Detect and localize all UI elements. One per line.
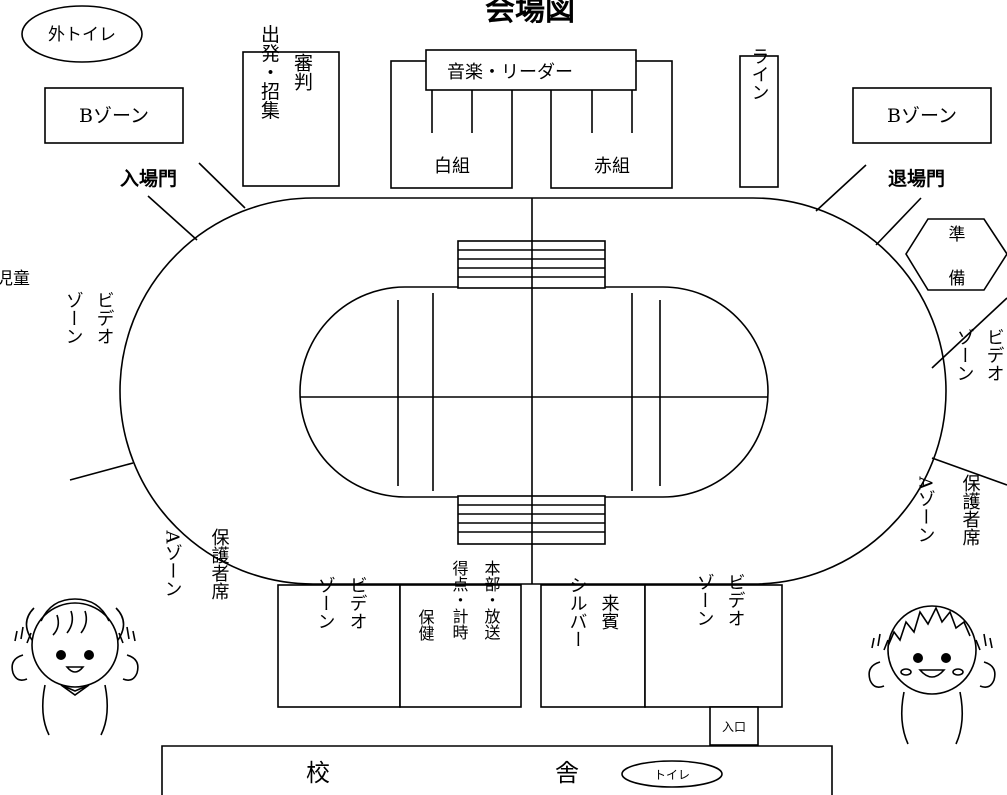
music-leader-label: 音楽・リーダー	[447, 62, 573, 83]
team-seating: 白組 赤組 音楽・リーダー	[390, 49, 673, 189]
line-box: ライン	[739, 47, 779, 188]
top-stairs	[457, 240, 606, 289]
guardian-right-col1: 保護者席	[960, 474, 981, 546]
preparation-top: 準	[949, 225, 966, 245]
hq-col3: 保健	[416, 609, 435, 642]
line-label: ライン	[749, 47, 770, 101]
outside-toilet: 外トイレ	[21, 5, 143, 63]
b-zone-left: Bゾーン	[44, 87, 184, 144]
white-team-label: 白組	[434, 156, 470, 177]
hq-box: 本部・放送 得点・計時 保健	[399, 560, 522, 708]
preparation-area: 準 備	[905, 218, 1007, 291]
bottom-video-zone-1: ビデオ ゾーン	[277, 576, 401, 708]
hq-col2: 得点・計時	[450, 560, 469, 640]
guest-silver-box: 来賓 シルバー	[540, 576, 646, 708]
boy-illustration	[868, 605, 996, 745]
video-zone-right-col1: ビデオ	[984, 328, 1005, 382]
toilet-label: トイレ	[654, 768, 690, 782]
students-label: 児童	[0, 269, 30, 289]
outside-toilet-label: 外トイレ	[48, 25, 116, 45]
bottom-video-2-col2: ゾーン	[694, 573, 715, 627]
bottom-stairs	[457, 495, 606, 545]
girl-illustration	[11, 598, 139, 736]
entrance-gate-line-inner	[198, 162, 246, 209]
entrance-gate-label: 入場門	[120, 168, 177, 190]
left-divider-line	[69, 462, 134, 481]
exit-gate-line-inner	[815, 164, 867, 212]
b-zone-right-label: Bゾーン	[887, 105, 957, 127]
track-inner	[299, 286, 769, 498]
bottom-video-2-col1: ビデオ	[725, 573, 746, 627]
guest-col2: シルバー	[567, 576, 588, 648]
school-building: 校 舎 トイレ	[161, 745, 833, 795]
right-divider-top	[931, 297, 1007, 369]
guardian-a-zone-left: 保護者席 Aゾーン	[162, 528, 230, 600]
guest-col1: 来賓	[599, 594, 620, 630]
guardian-left-col1: 保護者席	[209, 528, 230, 600]
b-zone-right: Bゾーン	[852, 87, 992, 144]
entrance: 入口	[709, 706, 759, 746]
guardian-right-col2: Aゾーン	[915, 476, 936, 544]
video-zone-right: ビデオ ゾーン	[954, 328, 1005, 382]
track	[119, 197, 947, 585]
b-zone-left-label: Bゾーン	[79, 105, 149, 127]
right-divider-bottom	[931, 457, 1007, 486]
guardian-left-col2: Aゾーン	[162, 530, 183, 598]
video-zone-right-col2: ゾーン	[954, 328, 975, 382]
exit-gate-line-outer	[875, 197, 922, 246]
guardian-a-zone-right: 保護者席 Aゾーン	[915, 474, 981, 546]
preparation-bottom: 備	[949, 269, 966, 289]
start-judge-box: 出発・招集 審判	[242, 24, 340, 187]
exit-gate-label: 退場門	[888, 168, 945, 190]
red-team-label: 赤組	[594, 156, 630, 177]
toilet-oval	[621, 760, 723, 788]
school-building-left: 校	[306, 759, 330, 787]
school-building-right: 舎	[555, 759, 579, 787]
start-judge-col1: 出発・招集	[258, 24, 280, 119]
video-zone-left: ビデオ ゾーン	[63, 291, 115, 345]
bottom-video-1-col1: ビデオ	[347, 576, 368, 630]
entrance-gate-line-outer	[147, 195, 198, 241]
hq-col1: 本部・放送	[482, 560, 501, 640]
bottom-video-zone-2: ビデオ ゾーン	[644, 573, 783, 708]
page-title: 会場図	[485, 0, 575, 28]
track-outer	[119, 197, 947, 585]
video-zone-left-col1: ビデオ	[94, 291, 115, 345]
entrance-label: 入口	[722, 720, 746, 734]
video-zone-left-col2: ゾーン	[63, 291, 84, 345]
music-leader-box	[425, 49, 637, 91]
start-judge-col2: 審判	[291, 53, 313, 91]
bottom-video-1-col2: ゾーン	[315, 576, 336, 630]
